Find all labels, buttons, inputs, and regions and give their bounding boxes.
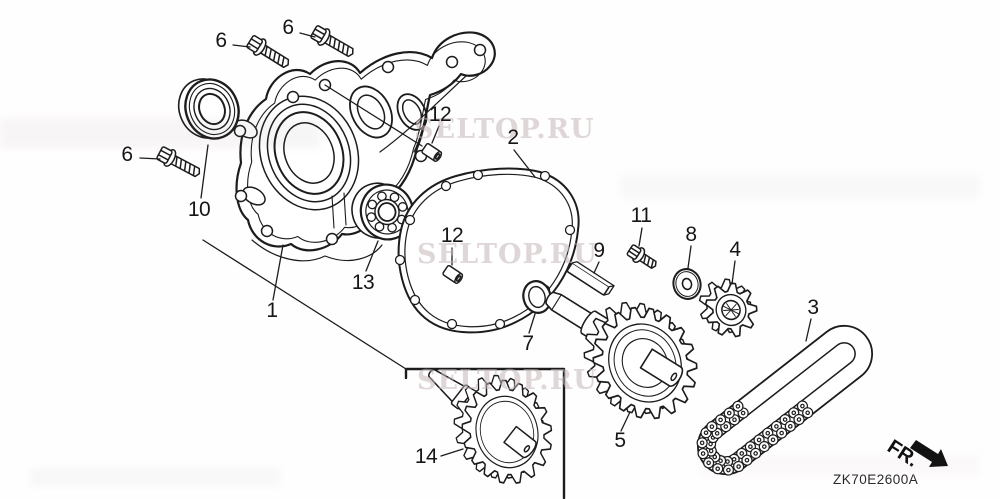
sprocket-small — [698, 278, 758, 338]
woodruff-key — [566, 261, 615, 296]
small-bolt — [626, 244, 657, 269]
callout-seal-ring: 7 — [522, 332, 534, 355]
callout-small-bolt: 11 — [630, 204, 652, 227]
callout-flange-bolt-b: 6 — [282, 16, 294, 39]
flange-bolt-b — [308, 22, 358, 63]
sprocket-large — [583, 301, 698, 420]
callout-dowel-a: 12 — [428, 103, 452, 126]
callout-chain: 3 — [807, 296, 819, 319]
front-arrow-icon — [910, 440, 948, 467]
oil-seal — [177, 78, 240, 140]
callout-key: 9 — [593, 239, 605, 262]
callout-oil-seal: 10 — [187, 198, 211, 221]
callout-gasket: 2 — [507, 126, 519, 149]
pump-shaft-assembly — [428, 368, 553, 484]
callout-flange-bolt-c: 6 — [121, 143, 133, 166]
callout-sprocket-shaft: 5 — [614, 429, 626, 452]
watermark: SELTOP.RU — [414, 114, 595, 145]
plain-washer — [672, 268, 702, 300]
flange-bolt-c — [154, 143, 205, 183]
radial-ball-bearing — [351, 182, 415, 241]
pump-cover — [233, 31, 496, 262]
watermark: SELTOP.RU — [417, 239, 598, 270]
callout-washer: 8 — [685, 223, 697, 246]
pump-shaft-hub — [639, 348, 684, 387]
drive-chain — [696, 324, 873, 476]
watermark: SELTOP.RU — [417, 365, 598, 396]
leader-lines — [139, 32, 812, 457]
callout-shaft-assembly: 14 — [414, 445, 438, 468]
drawing-code: ZK70E2600A — [833, 472, 918, 487]
callout-cover: 1 — [266, 299, 278, 322]
front-direction: FR. — [883, 436, 948, 472]
callout-sprocket-small: 4 — [729, 238, 741, 261]
callout-dowel-b: 12 — [440, 224, 464, 247]
callout-bearing: 13 — [351, 271, 375, 294]
inset-box — [404, 367, 566, 499]
callout-flange-bolt-a: 6 — [215, 29, 227, 52]
